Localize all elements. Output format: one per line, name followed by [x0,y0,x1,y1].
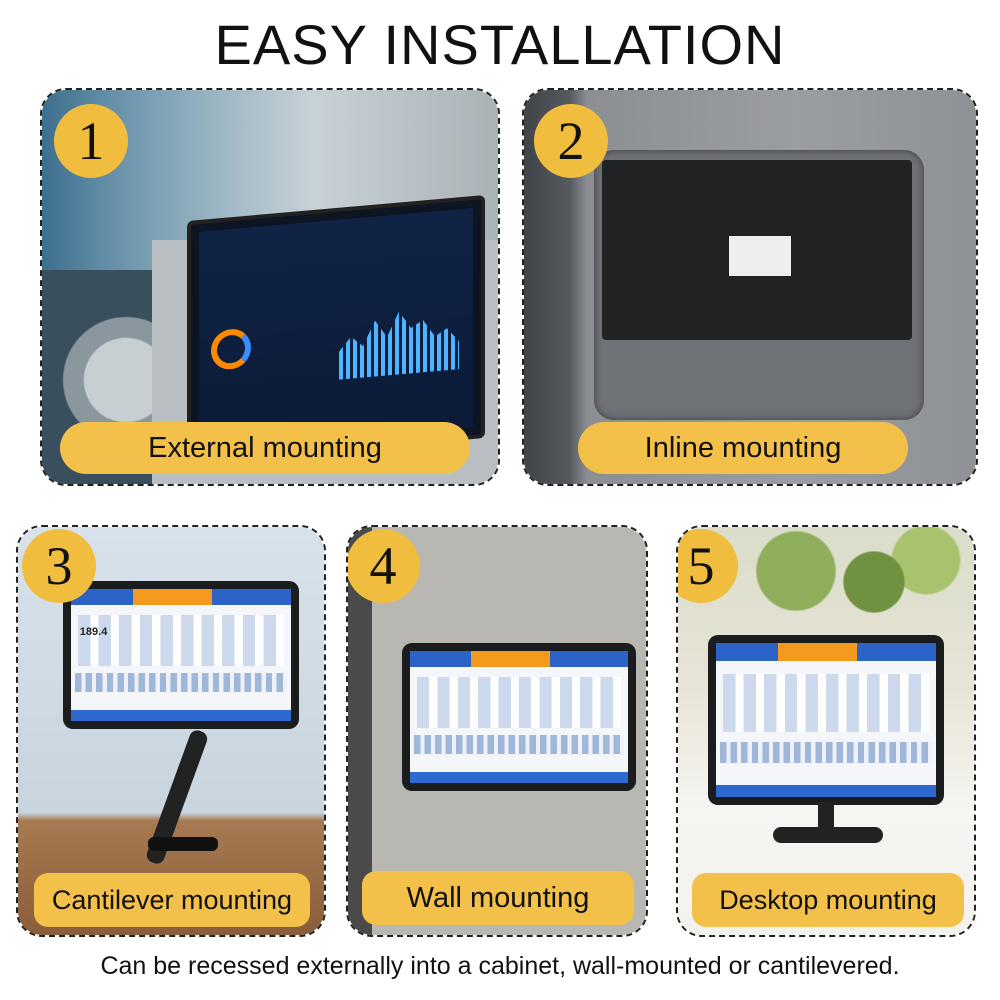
step-number-badge: 3 [22,529,96,603]
step-number-badge: 5 [678,529,738,603]
page-title: EASY INSTALLATION [214,13,786,76]
monitor-image [402,643,636,791]
arm-base [148,837,218,851]
step-number-badge: 2 [534,104,608,178]
cabinet-photo [524,90,976,484]
chart-graphic [339,299,459,379]
panel-desktop-mounting: 5 Desktop mounting [676,525,976,937]
gauge-graphic [211,327,251,371]
footer-caption: Can be recessed externally into a cabine… [100,952,900,980]
mounting-label: External mounting [60,422,470,474]
wall-photo [348,527,646,935]
monitor-image [708,635,944,805]
factory-photo [42,90,498,484]
product-sticker [729,236,791,276]
panel-inline-mounting: 2 Inline mounting [522,88,978,486]
table-photo [678,527,974,935]
panel-external-mounting: 1 External mounting [40,88,500,486]
step-number-badge: 1 [54,104,128,178]
panel-cantilever-mounting: 189.4 3 Cantilever mounting [16,525,326,937]
monitor-screen [199,208,473,451]
monitor-rear-image [602,160,912,340]
mounting-label: Desktop mounting [692,873,964,927]
monitor-screen [410,651,628,783]
dashboard-value: 189.4 [79,625,108,638]
monitor-stand [818,802,834,832]
monitor-image: 189.4 [63,581,299,729]
mounting-label: Wall mounting [362,871,634,925]
monitor-screen: 189.4 [71,589,291,721]
panel-wall-mounting: 4 Wall mounting [346,525,648,937]
monitor-foot [773,827,883,843]
mounting-label: Cantilever mounting [34,873,310,927]
monitor-screen [716,643,936,797]
step-number-badge: 4 [348,529,420,603]
mounting-label: Inline mounting [578,422,908,474]
plant-image [718,527,974,637]
